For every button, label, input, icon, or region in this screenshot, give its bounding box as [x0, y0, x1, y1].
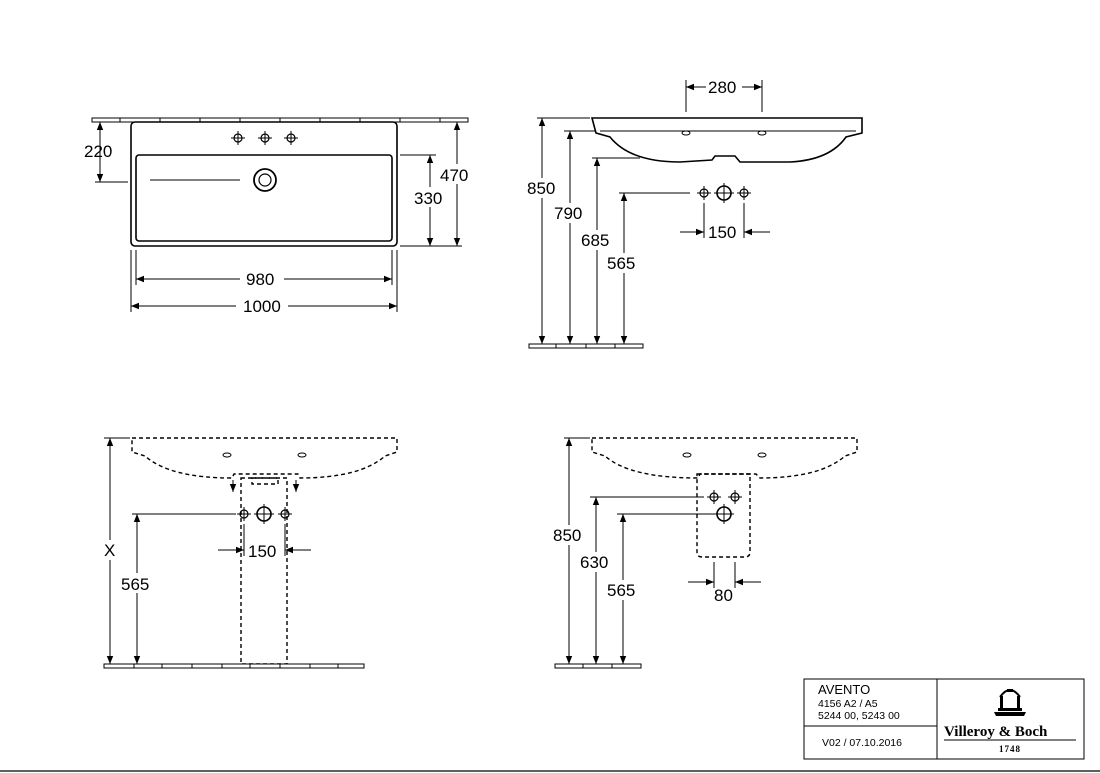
- waste-outlet-icon: [714, 183, 734, 203]
- side-view: 280 850 790 685 565: [526, 77, 863, 349]
- dim-330: 330: [414, 189, 442, 208]
- brand-year: 1748: [999, 744, 1021, 754]
- dim-685: 685: [581, 231, 609, 250]
- dim-630: 630: [580, 553, 608, 572]
- version-date: V02 / 07.10.2016: [822, 737, 902, 749]
- basin-dashed-outline: [591, 437, 858, 479]
- supply-left-icon: [236, 506, 252, 522]
- waste-outlet-icon: [714, 504, 734, 524]
- floor-strip: [528, 343, 644, 349]
- dim-80: 80: [714, 586, 733, 605]
- dim-x: X: [104, 541, 115, 560]
- waste-outlet-icon: [254, 504, 274, 524]
- tap-hole-right-icon: [283, 130, 299, 146]
- dim-850-side: 850: [527, 179, 555, 198]
- floor-strip: [103, 663, 365, 669]
- title-block: AVENTO 4156 A2 / A5 5244 00, 5243 00 V02…: [803, 678, 1085, 760]
- brand-name: Villeroy & Boch: [944, 724, 1048, 740]
- basin-dashed-outline: [131, 437, 398, 479]
- brand-logo: Villeroy & Boch 1748: [944, 689, 1076, 754]
- supply-left-icon: [696, 185, 712, 201]
- drain-icon: [150, 168, 277, 192]
- tap-hole-center-icon: [257, 130, 273, 146]
- dim-980: 980: [246, 270, 274, 289]
- dim-150-pedestal: 150: [248, 542, 276, 561]
- dim-850-front: 850: [553, 526, 581, 545]
- supply-right-icon: [727, 489, 743, 505]
- supply-right-icon: [277, 506, 293, 522]
- model-numbers-line2: 5244 00, 5243 00: [818, 710, 900, 722]
- supply-left-icon: [706, 489, 722, 505]
- floor-strip: [554, 663, 642, 669]
- dim-220: 220: [84, 142, 112, 161]
- dim-150-side: 150: [708, 223, 736, 242]
- top-view: 220 330 470 980 1000: [84, 117, 474, 316]
- supply-right-icon: [736, 185, 752, 201]
- basin-outline: [130, 121, 398, 247]
- front-semipedestal-view: 850 630 565 80: [552, 437, 858, 669]
- basin-profile: [590, 117, 863, 163]
- dim-565-side: 565: [607, 254, 635, 273]
- front-pedestal-view: X 565 150: [100, 437, 398, 669]
- product-name: AVENTO: [818, 682, 870, 697]
- dim-280: 280: [708, 78, 736, 97]
- model-numbers-line1: 4156 A2 / A5: [818, 698, 878, 710]
- tap-hole-left-icon: [230, 130, 246, 146]
- dim-1000: 1000: [243, 297, 281, 316]
- dim-470: 470: [440, 166, 468, 185]
- dim-565-semipedestal: 565: [607, 581, 635, 600]
- dim-790: 790: [554, 204, 582, 223]
- bowl-outline: [135, 154, 393, 242]
- dim-565-pedestal: 565: [121, 575, 149, 594]
- brand-emblem-icon: [994, 689, 1026, 716]
